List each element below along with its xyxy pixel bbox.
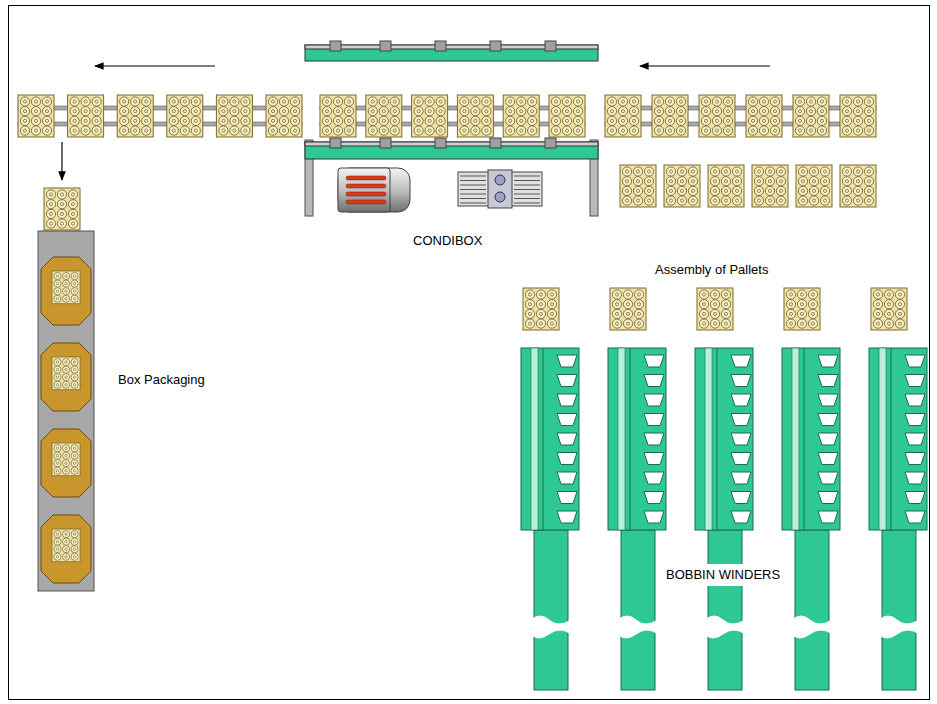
pallet: [18, 95, 54, 137]
bobbin-winders: [521, 288, 927, 690]
pallet: [412, 95, 448, 137]
pallet: [549, 95, 585, 137]
pallet: [793, 95, 829, 137]
pallet: [697, 288, 733, 330]
pallet: [52, 529, 80, 562]
pallet: [44, 188, 80, 230]
pallet: [52, 357, 80, 390]
machine-label: CONDIBOX: [413, 233, 482, 249]
pallet: [167, 95, 203, 137]
pallet: [620, 165, 656, 207]
pallet: [708, 165, 744, 207]
pallet: [216, 95, 252, 137]
pallet: [610, 288, 646, 330]
pallet: [457, 95, 493, 137]
pallet: [605, 95, 641, 137]
area-label: BOBBIN WINDERS: [660, 564, 786, 586]
box-packaging-line: [38, 188, 94, 591]
pallet-row: [605, 95, 876, 137]
pallet: [784, 288, 820, 330]
pallet: [840, 95, 876, 137]
pallet: [117, 95, 153, 137]
gearbox: [458, 170, 542, 208]
pallet: [320, 95, 356, 137]
pallet: [652, 95, 688, 137]
pallet: [52, 271, 80, 304]
pallet: [523, 288, 559, 330]
area-label: Assembly of Pallets: [655, 262, 768, 278]
pallet-row: [18, 95, 302, 137]
pallet: [266, 95, 302, 137]
pallet: [366, 95, 402, 137]
area-label: Box Packaging: [118, 372, 205, 388]
pallet: [664, 165, 700, 207]
pallet-row: [320, 95, 585, 137]
pallet: [52, 443, 80, 476]
pallet: [796, 165, 832, 207]
pallet-row: [620, 165, 876, 207]
pallet: [503, 95, 539, 137]
condibox-machine: [305, 41, 598, 216]
motor: [338, 168, 410, 212]
pallet: [840, 165, 876, 207]
pallet: [746, 95, 782, 137]
frame: [9, 6, 930, 700]
pallet: [699, 95, 735, 137]
pallet: [68, 95, 104, 137]
pallet: [752, 165, 788, 207]
pallet: [871, 288, 907, 330]
flow-arrows: [62, 66, 770, 180]
